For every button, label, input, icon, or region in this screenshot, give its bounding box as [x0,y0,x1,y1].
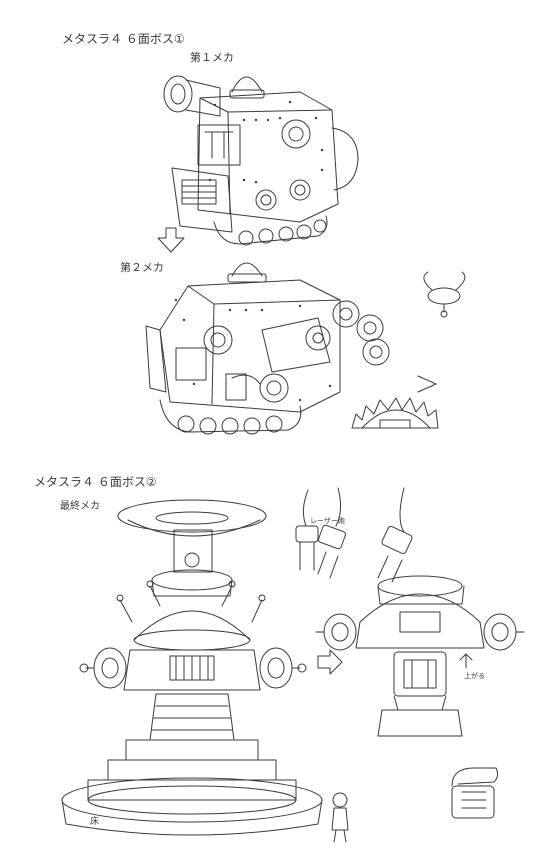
final-mecha-drawing [62,500,348,842]
transition-arrow-right [318,650,342,674]
label-final-mecha: 最終メカ [60,501,100,512]
label-mecha-2: 第２メカ [120,261,164,274]
label-rises: 上がる [464,672,485,680]
label-floor: 床 [90,817,100,827]
mecha-1-drawing [164,76,358,245]
transition-arrow-down [158,228,184,252]
heading-bottom: メタスラ４ ６面ボス② [34,475,157,489]
mecha-2-drawing [146,263,438,434]
label-laser: レーザー砲 [310,517,345,525]
label-mecha-1: 第１メカ [190,51,234,64]
bee-drone-drawing [424,272,465,317]
laser-cannon-drawings [296,488,413,582]
heading-top: メタスラ４ ６面ボス① [62,32,185,46]
small-pod-drawing [452,768,498,818]
final-mecha-raised-drawing [316,576,524,736]
